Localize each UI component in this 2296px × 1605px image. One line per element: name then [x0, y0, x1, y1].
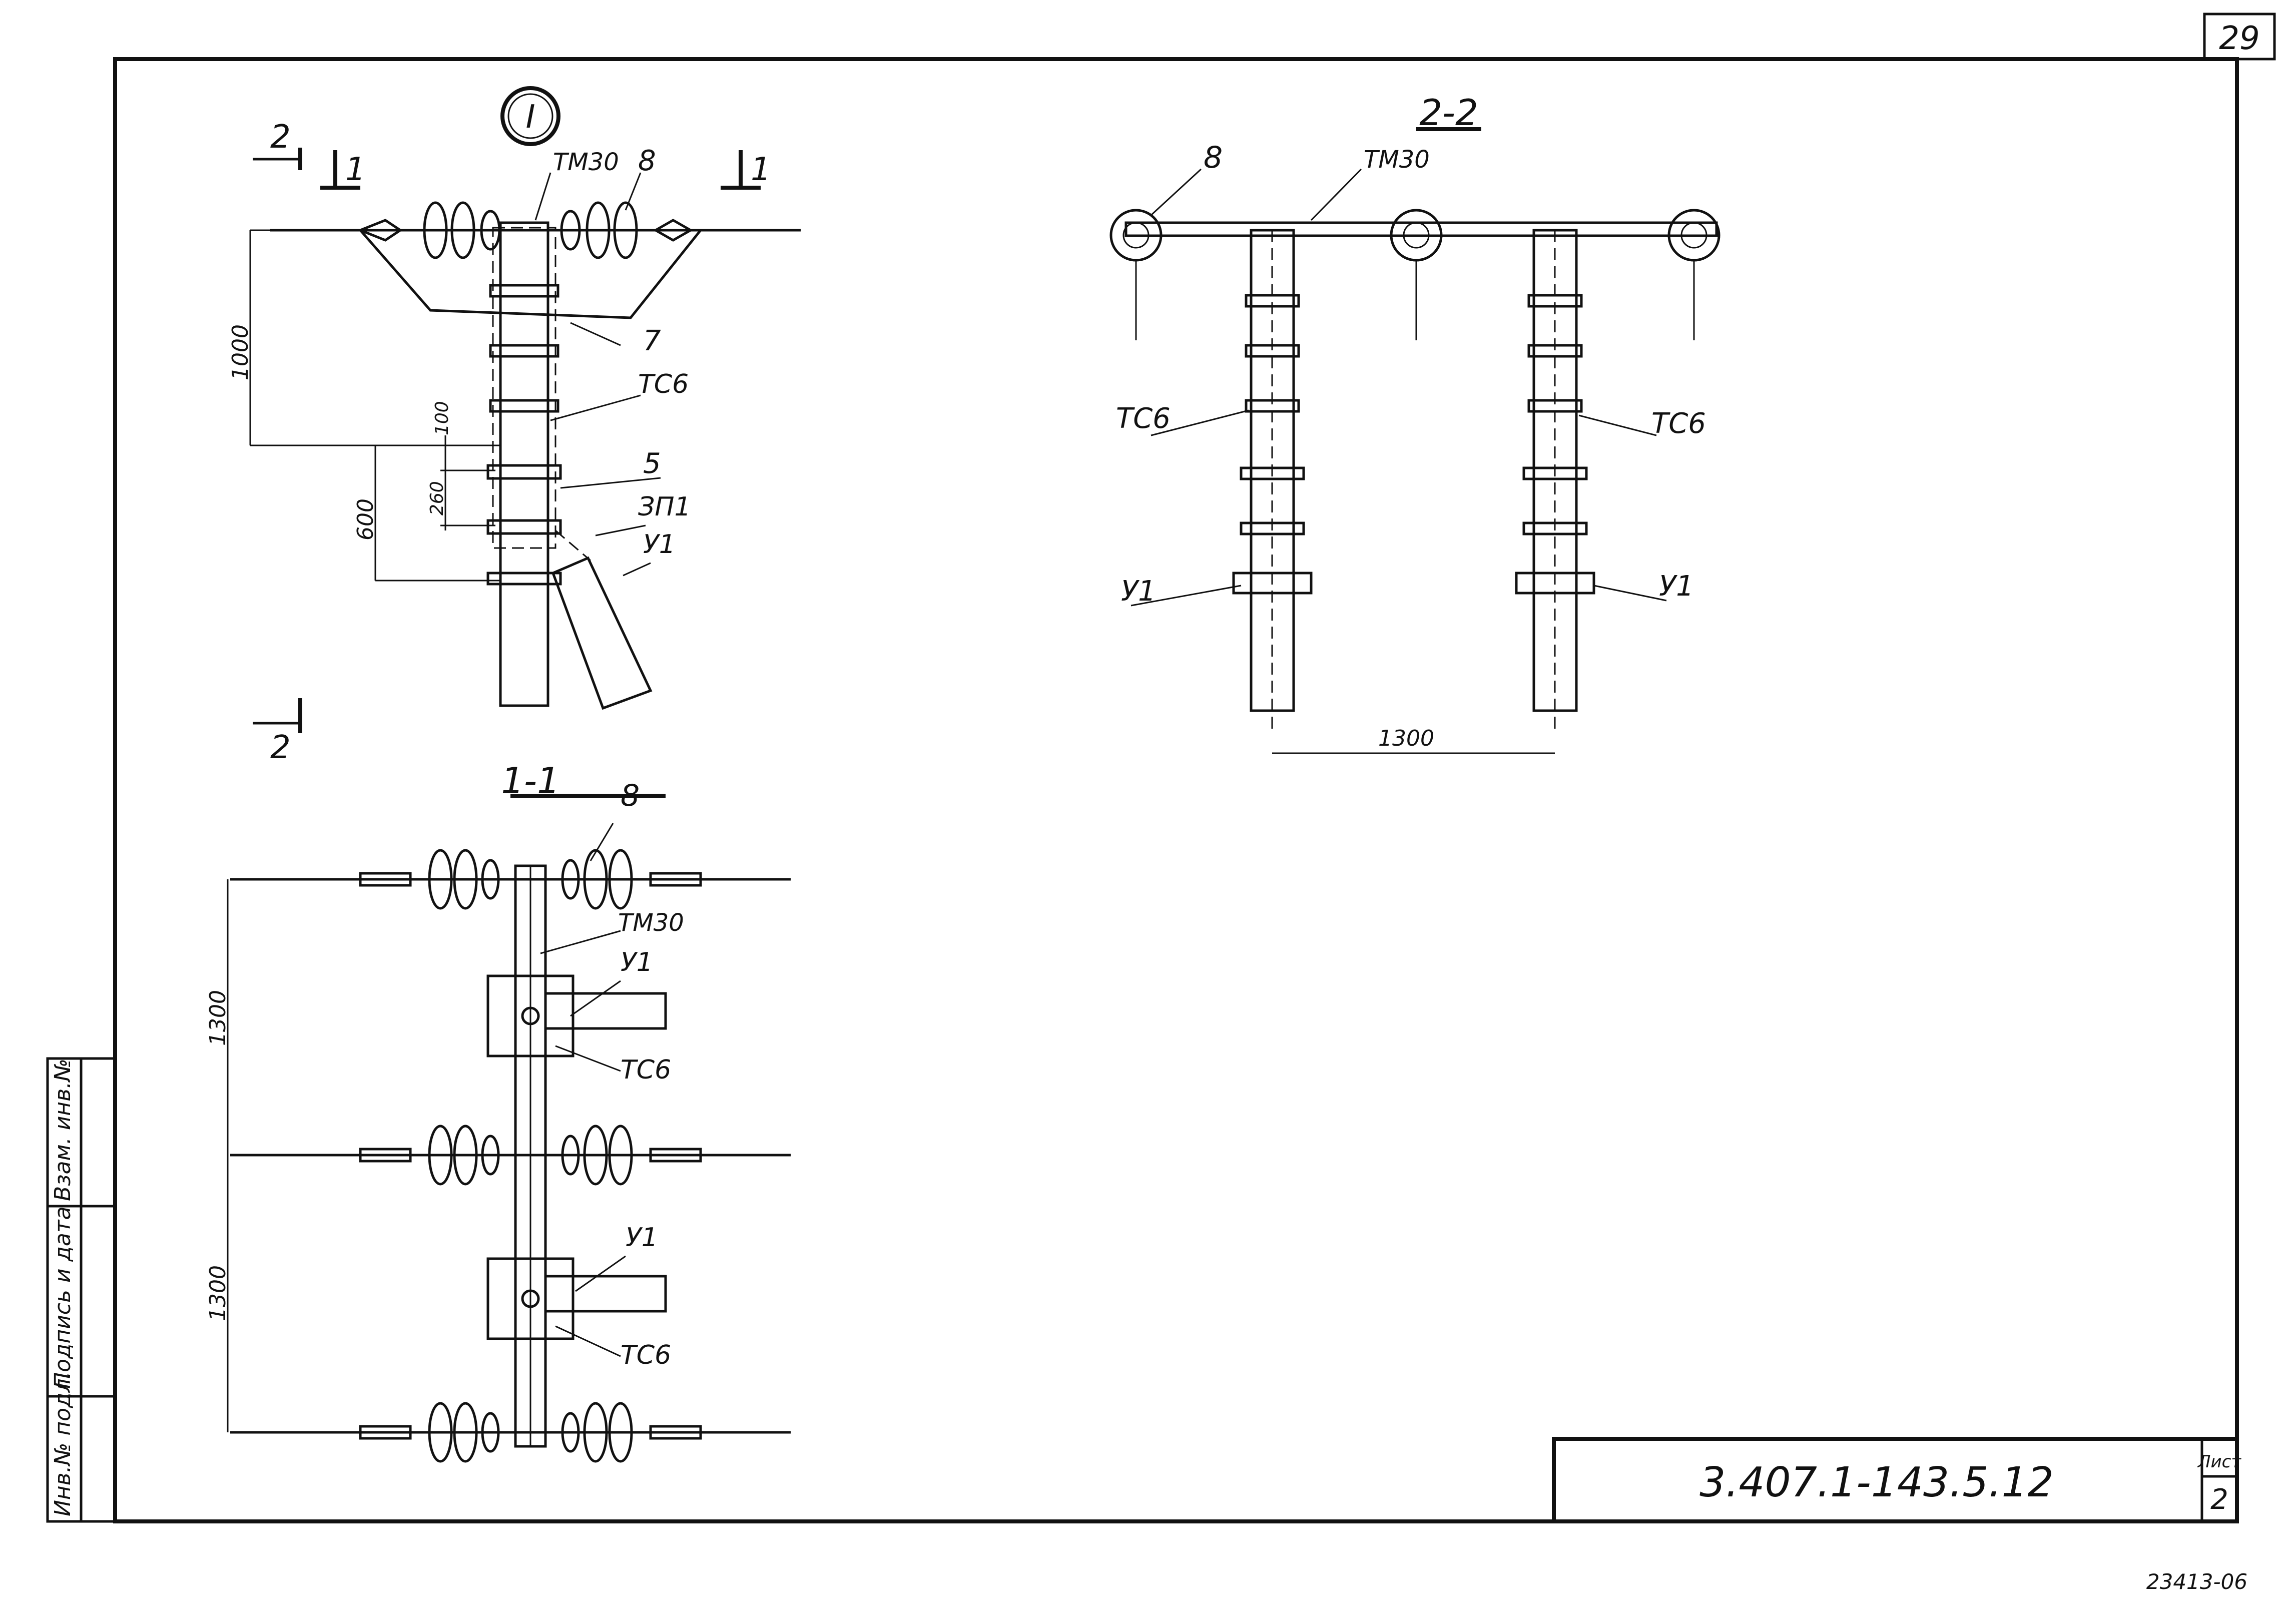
label-tc6-main: ТС6 — [638, 369, 689, 399]
label-5-main: 5 — [643, 447, 661, 480]
label-tc6-s11-a: ТС6 — [621, 1055, 671, 1085]
sheet-number: 2 — [2210, 1483, 2228, 1516]
section-1-1-view — [227, 794, 791, 1463]
section-mark-2-top: 2 — [270, 119, 291, 156]
label-u1-s22-left: У1 — [1121, 575, 1156, 608]
dim-1300-s11-a: 1300 — [205, 990, 231, 1046]
label-tm30-main: ТМ30 — [553, 148, 619, 176]
dim-600: 600 — [353, 498, 378, 541]
dim-1300-s22: 1300 — [1378, 726, 1434, 751]
stamp-col-inv: Инв.№ подл. — [50, 1371, 76, 1516]
label-u1-main: У1 — [643, 529, 676, 560]
dim-100: 100 — [432, 401, 452, 435]
label-7-main: 7 — [643, 325, 661, 357]
label-u1-s11-a: У1 — [621, 947, 653, 977]
label-tc6-s22-right: ТС6 — [1651, 407, 1706, 440]
dim-1300-s11-b: 1300 — [205, 1265, 231, 1321]
insulator-row-3 — [230, 1402, 791, 1463]
insulator-right — [560, 201, 694, 259]
main-view — [249, 86, 801, 733]
insulator-row-1 — [230, 849, 791, 910]
label-8-main: 8 — [638, 145, 656, 177]
label-tc6-s22-left: ТС6 — [1116, 402, 1171, 435]
dim-1000: 1000 — [228, 324, 253, 380]
archive-number: 23413-06 — [2146, 1569, 2247, 1594]
section-1-1-title: 1-1 — [501, 760, 560, 802]
section-mark-2-bottom: 2 — [270, 729, 291, 766]
node-marker-label: I — [526, 99, 535, 136]
label-8-s22: 8 — [1204, 140, 1223, 175]
section-mark-1-left: 1 — [345, 151, 366, 188]
sheet-label: Лист — [2197, 1452, 2241, 1472]
section-mark-1-right: 1 — [751, 151, 771, 188]
label-tm30-s22: ТМ30 — [1364, 146, 1430, 174]
stamp-col-replace: Взам. инв.№ — [50, 1058, 76, 1201]
insulator-row-2 — [230, 1125, 791, 1186]
drawing-frame — [46, 13, 2276, 1523]
label-tm30-s11: ТМ30 — [618, 909, 684, 937]
dim-260: 260 — [427, 481, 447, 515]
drawing-designation: 3.407.1-143.5.12 — [1699, 1459, 2054, 1506]
section-2-2-title: 2-2 — [1419, 92, 1478, 134]
page-number: 29 — [2219, 20, 2259, 57]
label-u1-s11-b: У1 — [626, 1223, 658, 1253]
node-marker — [500, 86, 560, 146]
section-2-2-view — [1109, 127, 1720, 754]
label-u1-s22-right: У1 — [1659, 570, 1694, 603]
stamp-col-signature: Подпись и дата — [50, 1207, 76, 1389]
label-zp1-main: ЗП1 — [638, 492, 691, 522]
label-8-s11: 8 — [621, 778, 640, 813]
label-tc6-s11-b: ТС6 — [621, 1340, 671, 1370]
